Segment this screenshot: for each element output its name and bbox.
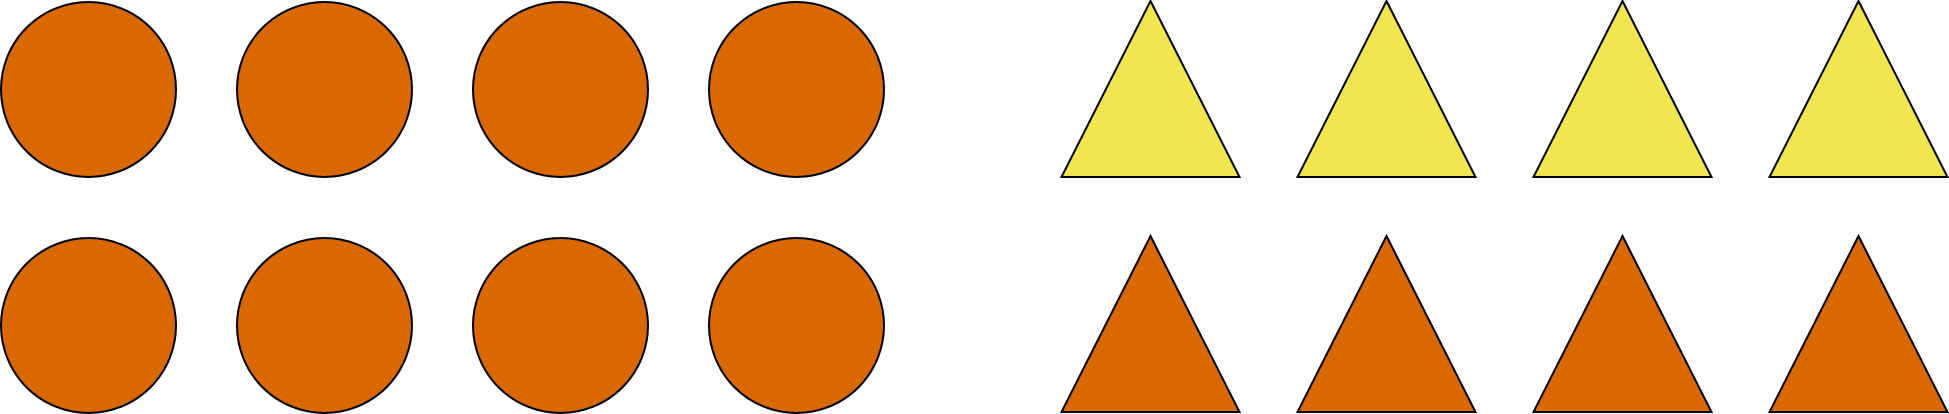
circle-orange [708, 237, 885, 414]
triangles-group [1059, 0, 1949, 413]
triangle-orange [1531, 233, 1714, 413]
triangle-orange [1059, 233, 1242, 413]
circle-orange [0, 237, 177, 414]
triangle-yellow [1059, 0, 1242, 178]
circle-orange [472, 1, 649, 178]
circle-orange [472, 237, 649, 414]
circle-orange [236, 1, 413, 178]
triangle-orange [1767, 233, 1949, 413]
circles-group [0, 1, 885, 414]
triangle-yellow [1767, 0, 1949, 178]
triangle-yellow [1295, 0, 1478, 178]
circle-orange [236, 237, 413, 414]
circle-orange [0, 1, 177, 178]
triangle-orange [1295, 233, 1478, 413]
triangle-yellow [1531, 0, 1714, 178]
circle-orange [708, 1, 885, 178]
